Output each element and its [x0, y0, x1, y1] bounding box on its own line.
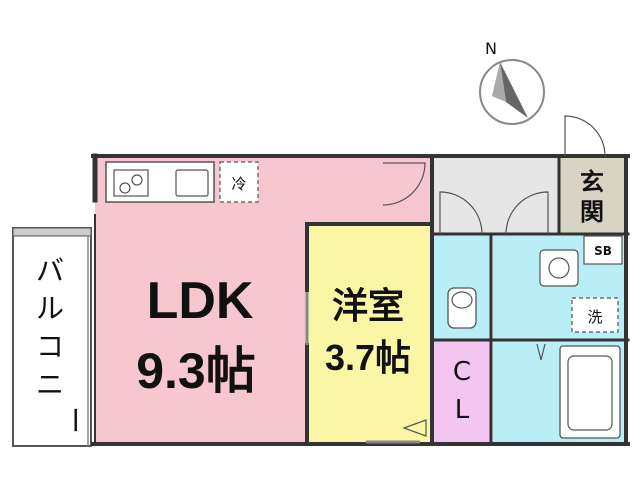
doors — [305, 115, 606, 444]
western-room-area — [308, 225, 432, 442]
door-arrow-icon — [536, 343, 546, 361]
burner-icon — [131, 174, 143, 186]
shoebox — [583, 235, 623, 265]
entrance-label-1: 玄 — [580, 168, 604, 196]
compass-needle-shadow — [492, 62, 506, 102]
balcony-char: ル — [36, 292, 64, 325]
entrance-area — [560, 157, 625, 234]
western-room-name: 洋室 — [332, 285, 404, 326]
toilet-fixture — [447, 287, 477, 329]
ldk-area-upper — [307, 157, 432, 224]
walls — [91, 153, 630, 446]
stove-icon — [113, 169, 149, 197]
balcony-rail — [12, 227, 92, 237]
closet-label-1: C — [453, 357, 471, 387]
closet-label-2: L — [455, 395, 470, 425]
compass-needle-icon — [500, 62, 528, 118]
sink-icon — [175, 169, 209, 197]
washer-label: 洗 — [587, 308, 602, 326]
bathtub — [559, 345, 621, 439]
burner-icon — [119, 182, 131, 194]
washer-space — [571, 297, 619, 333]
ldk-area — [95, 157, 307, 444]
balcony-char: ニ — [36, 368, 64, 401]
shoebox-label: SB — [594, 244, 612, 258]
ldk-size: 9.3帖 — [136, 343, 256, 399]
balcony-char: バ — [36, 254, 64, 287]
western-room-size: 3.7帖 — [325, 337, 411, 378]
room-labels: LDK 9.3帖 洋室 3.7帖 C L 玄 関 — [136, 168, 604, 425]
closet-area — [434, 340, 490, 442]
balcony: バ ル コ ニ ー — [12, 227, 92, 447]
door-swing — [505, 191, 549, 235]
balcony-char: ー — [58, 406, 91, 434]
washbasin-icon — [539, 249, 579, 287]
compass: N — [479, 39, 545, 125]
door-swing — [382, 162, 426, 206]
entrance-label-2: 関 — [580, 199, 604, 226]
ldk-name: LDK — [147, 272, 254, 330]
balcony-area — [12, 227, 92, 447]
north-label: N — [485, 39, 497, 58]
washroom-fixtures: SB 洗 — [539, 235, 623, 333]
corridor-area — [434, 157, 560, 234]
fridge-label: 冷 — [231, 175, 246, 193]
kitchen-counter: 冷 — [105, 161, 259, 203]
door-arrow-icon — [402, 419, 427, 437]
basin-bowl-icon — [548, 257, 570, 279]
entrance-door-swing — [564, 115, 606, 157]
toilet-bowl-icon — [451, 291, 473, 309]
door-swing — [439, 191, 483, 235]
bathtub-inner — [567, 355, 613, 431]
balcony-char: コ — [36, 330, 64, 363]
fridge-space — [219, 161, 259, 203]
